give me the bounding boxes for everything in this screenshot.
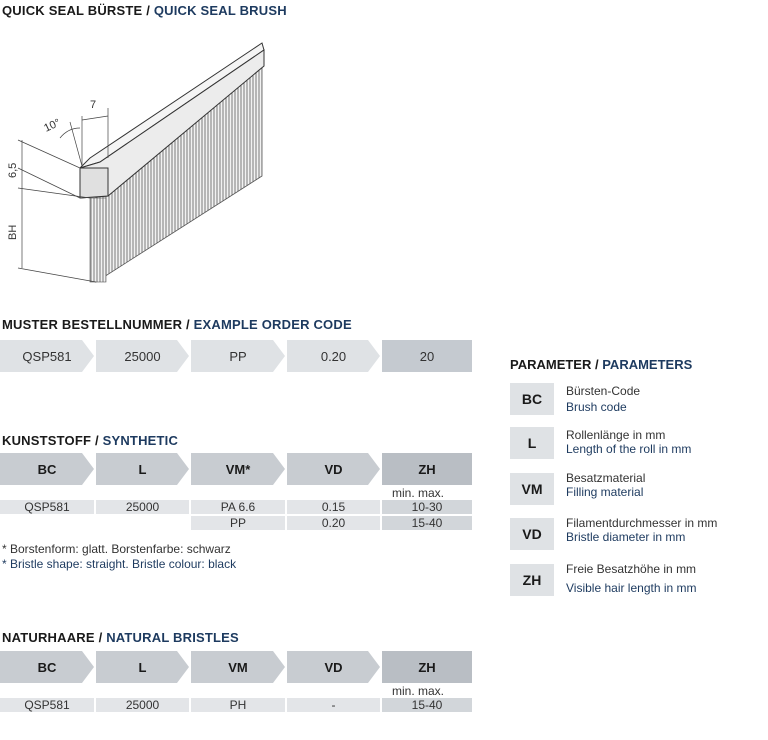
- param-en-zh: Visible hair length in mm: [566, 581, 697, 595]
- param-de-vm: Besatzmaterial: [566, 471, 646, 485]
- synthetic-header-zh: ZH: [382, 453, 472, 485]
- page-title: QUICK SEAL BÜRSTE / QUICK SEAL BRUSH: [2, 3, 287, 18]
- natural-title-en: NATURAL BRISTLES: [106, 630, 239, 645]
- param-en-vm: Filling material: [566, 485, 644, 499]
- param-de-vd: Filamentdurchmesser in mm: [566, 516, 718, 530]
- synthetic-row1-vm: PA 6.6: [191, 500, 285, 514]
- natural-row1-zh: 15-40: [382, 698, 472, 712]
- synthetic-title-de: KUNSTSTOFF: [2, 433, 92, 448]
- page-title-de: QUICK SEAL BÜRSTE: [2, 3, 143, 18]
- synthetic-row1-zh: 10-30: [382, 500, 472, 514]
- natural-header-zh: ZH: [382, 651, 472, 683]
- synthetic-note-de: * Borstenform: glatt. Borstenfarbe: schw…: [2, 542, 231, 556]
- order-title: MUSTER BESTELLNUMMER / EXAMPLE ORDER COD…: [2, 317, 352, 332]
- param-de-bc: Bürsten-Code: [566, 384, 641, 398]
- brush-technical-drawing: 7 10° 6,5 BH: [7, 42, 265, 283]
- natural-title-separator: /: [94, 630, 107, 645]
- param-code-l: L: [510, 427, 554, 459]
- order-title-en: EXAMPLE ORDER CODE: [193, 317, 352, 332]
- synthetic-title-en: SYNTHETIC: [102, 433, 179, 448]
- order-vm-cell: PP: [191, 340, 285, 372]
- synthetic-row1-vd: 0.15: [287, 500, 380, 514]
- synthetic-row2-vd: 0.20: [287, 516, 380, 530]
- synthetic-header-bc: BC: [0, 453, 94, 485]
- param-code-vm: VM: [510, 473, 554, 505]
- synthetic-header-vd: VD: [287, 453, 380, 485]
- param-code-bc: BC: [510, 383, 554, 415]
- dim-width-label: 7: [90, 99, 96, 111]
- order-title-separator: /: [182, 317, 194, 332]
- dim-angle-label: 10°: [42, 117, 62, 135]
- natural-row1-bc: QSP581: [0, 698, 94, 712]
- synthetic-header-l: L: [96, 453, 189, 485]
- param-code-vd: VD: [510, 518, 554, 550]
- param-en-vd: Bristle diameter in mm: [566, 530, 686, 544]
- order-vd-cell: 0.20: [287, 340, 380, 372]
- synthetic-title-separator: /: [91, 433, 103, 448]
- synthetic-row1-bc: QSP581: [0, 500, 94, 514]
- param-de-l: Rollenlänge in mm: [566, 428, 666, 442]
- order-l-cell: 25000: [96, 340, 189, 372]
- order-bc-cell: QSP581: [0, 340, 94, 372]
- order-zh-cell: 20: [382, 340, 472, 372]
- natural-header-vm: VM: [191, 651, 285, 683]
- synthetic-title: KUNSTSTOFF / SYNTHETIC: [2, 433, 178, 448]
- parameters-title-en: PARAMETERS: [602, 357, 693, 372]
- synthetic-minmax-label: min. max.: [392, 486, 445, 500]
- synthetic-row2-zh: 15-40: [382, 516, 472, 530]
- param-en-l: Length of the roll in mm: [566, 442, 692, 456]
- natural-title-de: NATURHAARE: [2, 630, 95, 645]
- end-bristles: [89, 197, 107, 283]
- natural-title: NATURHAARE / NATURAL BRISTLES: [2, 630, 239, 645]
- page-title-en: QUICK SEAL BRUSH: [153, 3, 287, 18]
- parameters-title-de: PARAMETER: [510, 357, 592, 372]
- natural-row1-l: 25000: [96, 698, 189, 712]
- synthetic-row1-l: 25000: [96, 500, 189, 514]
- dim-bh-label: BH: [7, 225, 19, 240]
- param-en-bc: Brush code: [566, 400, 627, 414]
- natural-header-l: L: [96, 651, 189, 683]
- natural-header-vd: VD: [287, 651, 380, 683]
- synthetic-row2-vm: PP: [191, 516, 285, 530]
- synthetic-header-vm: VM*: [191, 453, 285, 485]
- natural-row1-vd: -: [287, 698, 380, 712]
- natural-header-bc: BC: [0, 651, 94, 683]
- param-code-zh: ZH: [510, 564, 554, 596]
- order-title-de: MUSTER BESTELLNUMMER: [2, 317, 183, 332]
- natural-row1-vm: PH: [191, 698, 285, 712]
- synthetic-note-en: * Bristle shape: straight. Bristle colou…: [2, 557, 237, 571]
- profile-end-face: [79, 167, 109, 199]
- natural-minmax-label: min. max.: [392, 684, 445, 698]
- title-separator: /: [142, 3, 154, 18]
- parameters-title-separator: /: [591, 357, 603, 372]
- dim-height-label: 6,5: [7, 163, 19, 178]
- parameters-title: PARAMETER / PARAMETERS: [510, 357, 692, 372]
- param-de-zh: Freie Besatzhöhe in mm: [566, 562, 697, 576]
